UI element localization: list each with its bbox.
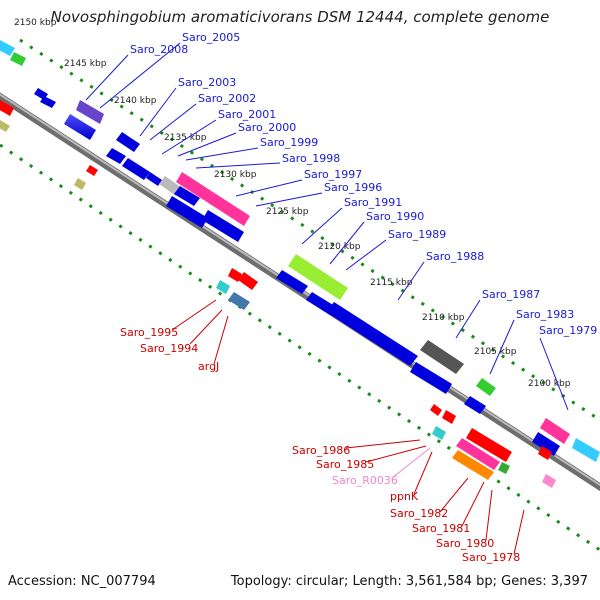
gene-label: Saro_1983 (516, 308, 574, 321)
gene-label: Saro_1981 (412, 522, 470, 535)
topology-summary: Topology: circular; Length: 3,561,584 bp… (230, 574, 588, 589)
genome-backbone (0, 92, 600, 492)
gene-label: Saro_2001 (218, 108, 276, 121)
gene-label: Saro_1998 (282, 152, 340, 165)
tick-label: 2150 kbp (14, 18, 57, 28)
tick-label: 2140 kbp (114, 96, 157, 106)
gene-label: Saro_1980 (436, 537, 494, 550)
tick-track-outer (19, 38, 600, 422)
reverse-genes (0, 100, 556, 488)
tick-label: 2135 kbp (164, 133, 207, 143)
gene-label: argJ (198, 360, 219, 373)
forward-leader-lines (85, 42, 569, 411)
gene-label: Saro_1990 (366, 210, 424, 223)
tick-label: 2105 kbp (474, 347, 517, 357)
map-title: Novosphingobium aromaticivorans DSM 1244… (50, 8, 550, 26)
gene-label: Saro_R0036 (332, 474, 398, 487)
genome-backbone-highlight (0, 93, 600, 487)
gene-label: Saro_1994 (140, 342, 198, 355)
forward-gene-labels: Saro_2005 Saro_2008 Saro_2003 Saro_2002 … (130, 31, 597, 337)
gene-label: Saro_1996 (324, 181, 382, 194)
tick-label: 2130 kbp (214, 170, 257, 180)
gene-label: Saro_1989 (388, 228, 446, 241)
tick-labels: 2150 kbp 2145 kbp 2140 kbp 2135 kbp 2130… (14, 18, 571, 389)
gene-label: Saro_2005 (182, 31, 240, 44)
tick-label: 2145 kbp (64, 59, 107, 69)
rna-leader-line (391, 447, 431, 479)
gene-label: Saro_2000 (238, 121, 296, 134)
gene-label: Saro_1995 (120, 326, 178, 339)
reverse-leader-lines (171, 299, 525, 555)
gene-label: Saro_2002 (198, 92, 256, 105)
gene-label: Saro_1997 (304, 168, 362, 181)
tick-label: 2115 kbp (370, 278, 413, 288)
forward-genes (0, 40, 600, 462)
gene-label: Saro_1986 (292, 444, 350, 457)
gene-label: Saro_2008 (130, 43, 188, 56)
tick-label: 2125 kbp (266, 207, 309, 217)
gene-label: Saro_1999 (260, 136, 318, 149)
reverse-gene-labels: Saro_1995 Saro_1994 argJ Saro_1986 Saro_… (120, 326, 520, 564)
gene-label: Saro_1988 (426, 250, 484, 263)
gene-label: Saro_1979 (539, 324, 597, 337)
tick-label: 2110 kbp (422, 313, 465, 323)
tick-label: 2120 kbp (318, 242, 361, 252)
tick-track-inner (0, 143, 600, 552)
accession-text: Accession: NC_007794 (8, 574, 156, 589)
tick-label: 2100 kbp (528, 379, 571, 389)
gene-label: Saro_1978 (462, 551, 520, 564)
gene-label: Saro_2003 (178, 76, 236, 89)
gene-label: ppnK (390, 490, 419, 503)
gene-label: Saro_1987 (482, 288, 540, 301)
gene-label: Saro_1985 (316, 458, 374, 471)
gene-label: Saro_1991 (344, 196, 402, 209)
gene-label: Saro_1982 (390, 507, 448, 520)
